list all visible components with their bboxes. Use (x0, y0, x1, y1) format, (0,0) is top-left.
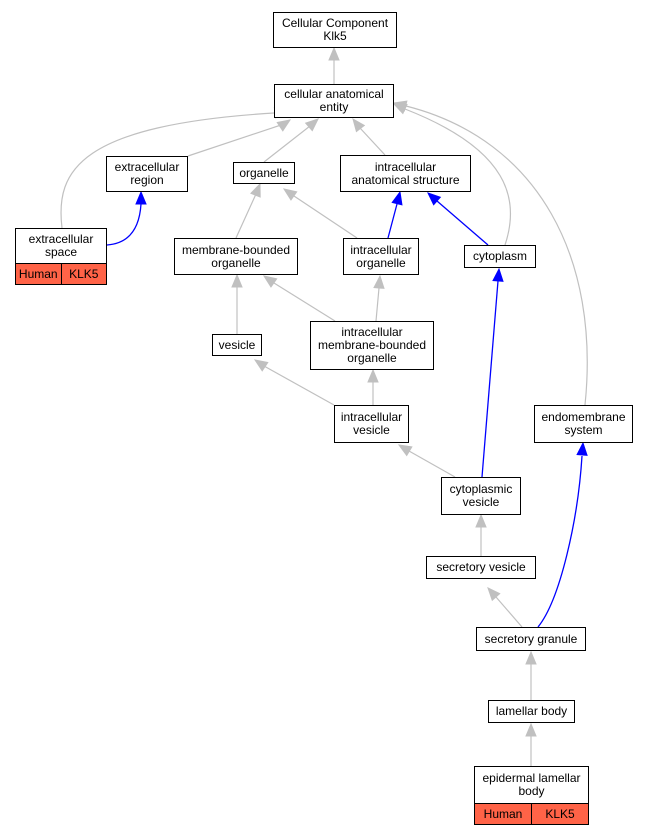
node-label: vesicle (218, 337, 256, 352)
node-label: endomembrane system (541, 410, 626, 437)
node-label: extracellular region (114, 160, 180, 187)
node-label: cellular anatomical entity (284, 87, 384, 114)
species-tag: Human (475, 804, 532, 824)
node-secretory-vesicle[interactable]: secretory vesicle (426, 556, 536, 579)
edge-cytoplasmic-vesicle-to-cytoplasm-arrowhead (492, 267, 504, 282)
node-intracellular-organelle[interactable]: intracellular organelle (343, 238, 419, 275)
edge-extracellular-space-to-region-arrowhead (135, 190, 147, 205)
edge-cytoplasm-to-ias (436, 200, 489, 246)
node-vesicle[interactable]: vesicle (212, 334, 262, 356)
edge-imbo-to-intracellular-organelle-arrowhead (373, 274, 385, 289)
edge-extracellular-space-to-cae (60, 112, 275, 229)
node-label: cytoplasmic vesicle (449, 482, 513, 509)
node-label: epidermal lamellar body (482, 771, 581, 798)
edge-secretory-granule-to-secretory-vesicle-arrowhead (487, 587, 501, 602)
node-label: intracellular anatomical structure (351, 159, 460, 187)
edge-intracellular-vesicle-to-imbo-arrowhead (367, 368, 379, 383)
node-cellular-component[interactable]: Cellular Component Klk5 (273, 12, 397, 48)
node-endomembrane-system[interactable]: endomembrane system (534, 405, 633, 443)
edge-intracellular-organelle-to-organelle-arrowhead (282, 188, 298, 201)
node-cytoplasm[interactable]: cytoplasm (464, 245, 536, 268)
edge-intracellular-organelle-to-ias-arrowhead (391, 190, 403, 206)
edge-vesicle-to-mbo-arrowhead (231, 273, 243, 288)
gene-tag: KLK5 (532, 804, 588, 824)
edge-cytoplasmic-vesicle-to-intracellular-vesicle (408, 450, 456, 478)
node-label: secretory vesicle (436, 560, 526, 574)
node-organelle[interactable]: organelle (233, 162, 295, 184)
node-intracellular-membrane-bounded-organelle[interactable]: intracellular membrane-bounded organelle (310, 321, 434, 370)
annotation-row: Human KLK5 (475, 803, 588, 824)
edge-extracellular-region-to-cae-arrowhead (276, 119, 292, 132)
edge-intracellular-organelle-to-organelle (293, 195, 358, 239)
edge-cae-to-root-arrowhead (328, 46, 340, 61)
edge-secretory-granule-to-endomembrane-arrowhead (576, 441, 588, 456)
annotation-row: Human KLK5 (16, 263, 106, 284)
edge-endomembrane-to-cae (405, 105, 588, 406)
edge-secretory-vesicle-to-cytoplasmic-vesicle-arrowhead (475, 513, 487, 528)
edge-mbo-to-organelle (235, 193, 257, 239)
edge-lamellar-body-to-secretory-granule-arrowhead (525, 650, 537, 665)
node-label: secretory granule (484, 631, 578, 646)
species-tag: Human (16, 264, 62, 284)
edge-cytoplasm-to-cae (404, 108, 512, 246)
edge-cytoplasmic-vesicle-to-cytoplasm (481, 280, 499, 478)
node-label: lamellar body (495, 704, 568, 718)
node-secretory-granule[interactable]: secretory granule (476, 627, 586, 651)
edge-cytoplasmic-vesicle-to-intracellular-vesicle-arrowhead (397, 444, 413, 457)
edge-intracellular-organelle-to-ias (387, 203, 398, 239)
edge-ias-to-cae (359, 127, 386, 156)
node-label: intracellular vesicle (340, 410, 403, 437)
edge-organelle-to-cae (263, 125, 311, 163)
node-label: intracellular membrane-bounded organelle (317, 325, 427, 365)
edge-ias-to-cae-arrowhead (352, 117, 366, 133)
edge-extracellular-space-to-region (106, 203, 142, 246)
edge-intracellular-vesicle-to-vesicle (263, 365, 335, 406)
node-label: intracellular organelle (350, 242, 412, 270)
edge-imbo-to-mbo-arrowhead (262, 275, 278, 288)
edge-organelle-to-cae-arrowhead (304, 118, 319, 132)
node-label: organelle (239, 165, 289, 180)
node-epidermal-lamellar-body[interactable]: epidermal lamellar body Human KLK5 (474, 766, 589, 825)
edge-intracellular-vesicle-to-vesicle-arrowhead (253, 359, 269, 372)
edge-secretory-granule-to-endomembrane (537, 455, 583, 628)
edge-imbo-to-mbo (273, 282, 336, 322)
node-cellular-anatomical-entity[interactable]: cellular anatomical entity (274, 84, 394, 118)
node-cytoplasmic-vesicle[interactable]: cytoplasmic vesicle (441, 477, 521, 515)
node-extracellular-space[interactable]: extracellular space Human KLK5 (15, 228, 107, 285)
gene-tag: KLK5 (61, 264, 106, 284)
edge-extracellular-region-to-cae (187, 123, 285, 157)
node-label: cytoplasm (472, 249, 528, 263)
node-label: Cellular Component Klk5 (281, 16, 389, 43)
node-intracellular-anatomical-structure[interactable]: intracellular anatomical structure (340, 155, 471, 192)
node-intracellular-vesicle[interactable]: intracellular vesicle (334, 405, 409, 443)
edge-mbo-to-organelle-arrowhead (250, 182, 261, 198)
edge-endomembrane-to-cae-arrowhead (392, 100, 408, 112)
node-label: membrane-bounded organelle (181, 242, 291, 270)
node-extracellular-region[interactable]: extracellular region (106, 156, 188, 192)
node-label: extracellular space (28, 232, 94, 259)
edge-imbo-to-intracellular-organelle (375, 287, 380, 322)
node-lamellar-body[interactable]: lamellar body (488, 700, 575, 723)
edge-cytoplasm-to-ias-arrowhead (427, 192, 442, 206)
edge-epidermal-lamellar-body-to-lamellar-body-arrowhead (525, 722, 537, 737)
edge-secretory-granule-to-secretory-vesicle (495, 596, 523, 628)
node-membrane-bounded-organelle[interactable]: membrane-bounded organelle (174, 238, 298, 275)
